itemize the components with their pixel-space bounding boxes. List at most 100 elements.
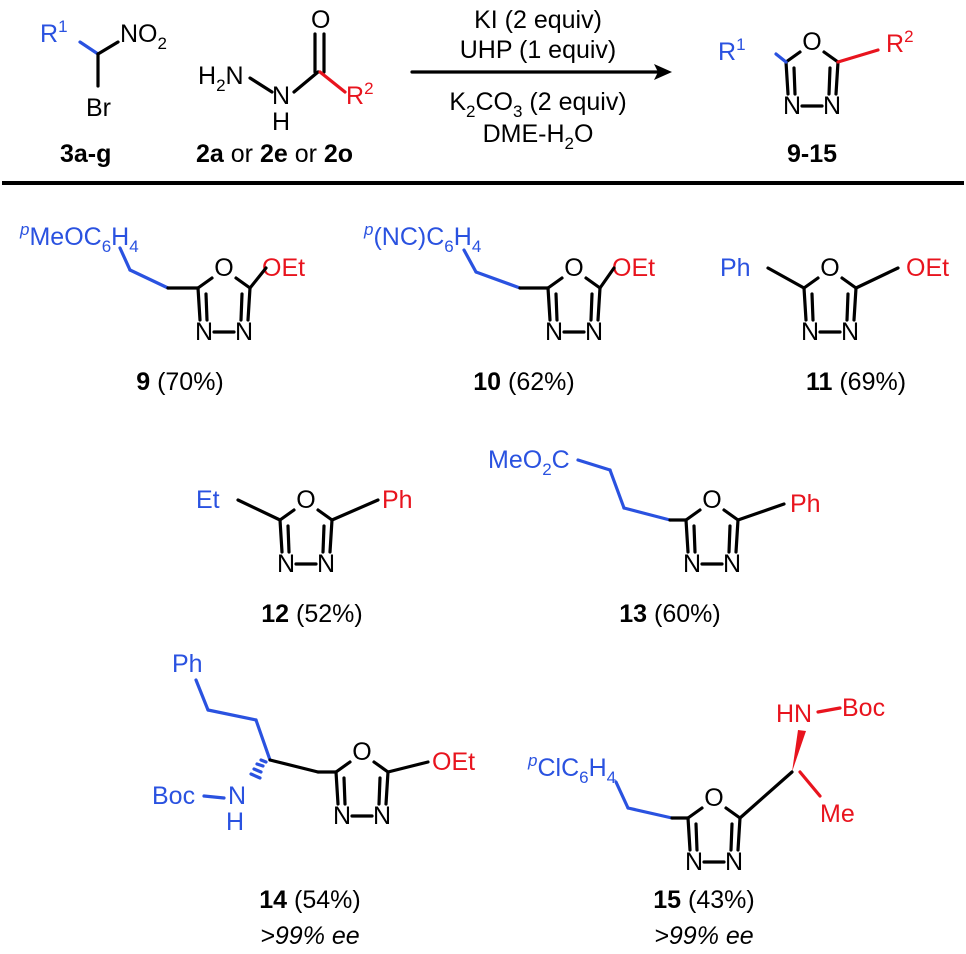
compound-13: MeO2C Ph 13 (60%) (488, 446, 821, 628)
product-ring-cn-left-inner (792, 66, 797, 96)
c10-ring-o: O (564, 254, 583, 282)
reaction-arrow: KI (2 equiv) UHP (1 equiv) K2CO3 (2 equi… (410, 6, 672, 153)
c15-ring-sub-right (738, 770, 794, 820)
c12-ring-cn-left (278, 518, 284, 554)
c15-me-bond (798, 770, 822, 798)
product-ring-o: O (802, 28, 821, 56)
c13-chain-bond-3 (622, 506, 672, 522)
c13-ring-sub-right (736, 502, 786, 522)
generic-product: R1 R2 9-15 (718, 27, 914, 168)
c11-ring-sub-right (854, 266, 900, 290)
c14-ring-link-bond (268, 758, 320, 774)
c14-r1-boc: Boc (152, 782, 195, 810)
c11-ring-sub-left (766, 266, 806, 290)
compound-12: Et Ph 12 (52%) (196, 486, 413, 628)
c12-r2: Ph (382, 486, 413, 514)
c13-ring-oc-left (684, 508, 702, 522)
c9-ring-cn-left (196, 286, 202, 322)
c12-r1: Et (196, 486, 220, 514)
c9-ring-cn-right (246, 286, 252, 322)
c15-r2-me: Me (820, 800, 855, 828)
c15-r2-boc: Boc (842, 694, 885, 722)
c12-ring-cn-right (328, 518, 334, 554)
c13-ring-n1: N (683, 550, 701, 578)
c10-ring-oc-right (584, 276, 602, 290)
c15-ring-cn-left (686, 816, 692, 852)
compound-15: pClC6H4 HN Boc Me 15 (43%) >99% ee (527, 694, 885, 950)
c14-ring-cn-left (334, 770, 340, 806)
c13-r1: MeO2C (488, 446, 570, 479)
c9-ring-oc-left (196, 276, 214, 290)
c9-r1: pMeOC6H4 (19, 220, 139, 256)
c12-ring-sub-right (330, 498, 380, 522)
c15-label: 15 (43%) (653, 886, 754, 914)
c13-ring-cn-right-inner (727, 524, 732, 554)
product-ring-sub-left (774, 52, 788, 64)
c15-ring-cn-right-inner (729, 822, 734, 852)
c10-ring-cn-left (546, 286, 552, 322)
c14-r2: OEt (432, 748, 475, 776)
c15-chain-bond-2 (626, 806, 674, 820)
reagent2-nc-bond (292, 70, 320, 94)
c15-ring-o: O (704, 784, 723, 812)
reagent1-label: 3a-g (60, 140, 111, 168)
reagent2-r2: R2 (346, 79, 374, 110)
c11-ring-oc-right (840, 276, 858, 290)
c9-ring-n2: N (235, 318, 253, 346)
c9-label: 9 (70%) (136, 368, 224, 396)
c10-ring-cn-right-inner (589, 292, 594, 322)
reagent1-no2-bond (96, 40, 120, 56)
product-ring-cn-left (784, 60, 790, 96)
c15-ring-cn-left-inner (694, 822, 699, 852)
c14-label: 14 (54%) (259, 886, 360, 914)
c14-ring-oc-right (372, 760, 390, 774)
product-ring-n2: N (823, 92, 841, 120)
reagent2-nn-bond (248, 76, 274, 94)
c15-ring-n2: N (725, 848, 743, 876)
reagent2-h2n: H2N (198, 62, 244, 95)
c14-ring-oc-left (334, 760, 352, 774)
arrow-head (654, 64, 672, 80)
c9-chain-bond-1 (118, 246, 132, 272)
c9-ring-cn-right-inner (239, 292, 244, 322)
c9-ring-o: O (214, 254, 233, 282)
c13-chain-bond-1 (576, 458, 612, 472)
compound-10: p(NC)C6H4 OEt 10 (62%) (363, 220, 655, 396)
c13-ring-oc-right (722, 508, 740, 522)
product-r1: R1 (718, 35, 746, 66)
c10-chain-bond-2 (474, 270, 522, 290)
reagent2-nh: N (272, 82, 290, 110)
c15-r2-hn: HN (776, 700, 812, 728)
c12-ring-cn-right-inner (321, 524, 326, 554)
c15-ring-cn-right (736, 816, 742, 852)
c13-ring-cn-left (684, 518, 690, 554)
c13-ring-cn-left-inner (692, 524, 697, 554)
c9-r2: OEt (262, 254, 305, 282)
reagent-hydrazide: H2N N H O R2 2a or 2e or 2o (196, 6, 374, 168)
c15-chain-bond-1 (614, 780, 630, 810)
c14-r1-n: N (228, 782, 246, 810)
c10-ring-oc-left (546, 276, 564, 290)
c10-ring-cn-left-inner (554, 292, 559, 322)
reagent1-r1: R1 (40, 17, 68, 48)
c13-ring-cn-right (734, 518, 740, 554)
c14-chain-bond-3 (254, 718, 272, 762)
product-ring-oc-right (822, 50, 840, 64)
c14-hash-bond (249, 758, 268, 780)
reagent-nitroalkane: R1 NO2 Br 3a-g (40, 17, 167, 168)
c12-ring-sub-left (236, 498, 282, 522)
c11-ring-cn-left-inner (810, 292, 815, 322)
c13-ring-n2: N (723, 550, 741, 578)
c12-ring-oc-right (316, 508, 334, 522)
c10-ring-n2: N (585, 318, 603, 346)
reagent1-no2: NO2 (120, 20, 167, 53)
c9-ring-n1: N (195, 318, 213, 346)
compound-11: Ph OEt 11 (69%) (720, 254, 949, 396)
c14-r1-ph: Ph (172, 650, 203, 678)
c10-ring-n1: N (545, 318, 563, 346)
c11-ring-oc-left (802, 276, 820, 290)
c15-ring-oc-left (686, 806, 704, 820)
c12-label: 12 (52%) (261, 600, 362, 628)
c14-ee: >99% ee (260, 922, 359, 950)
